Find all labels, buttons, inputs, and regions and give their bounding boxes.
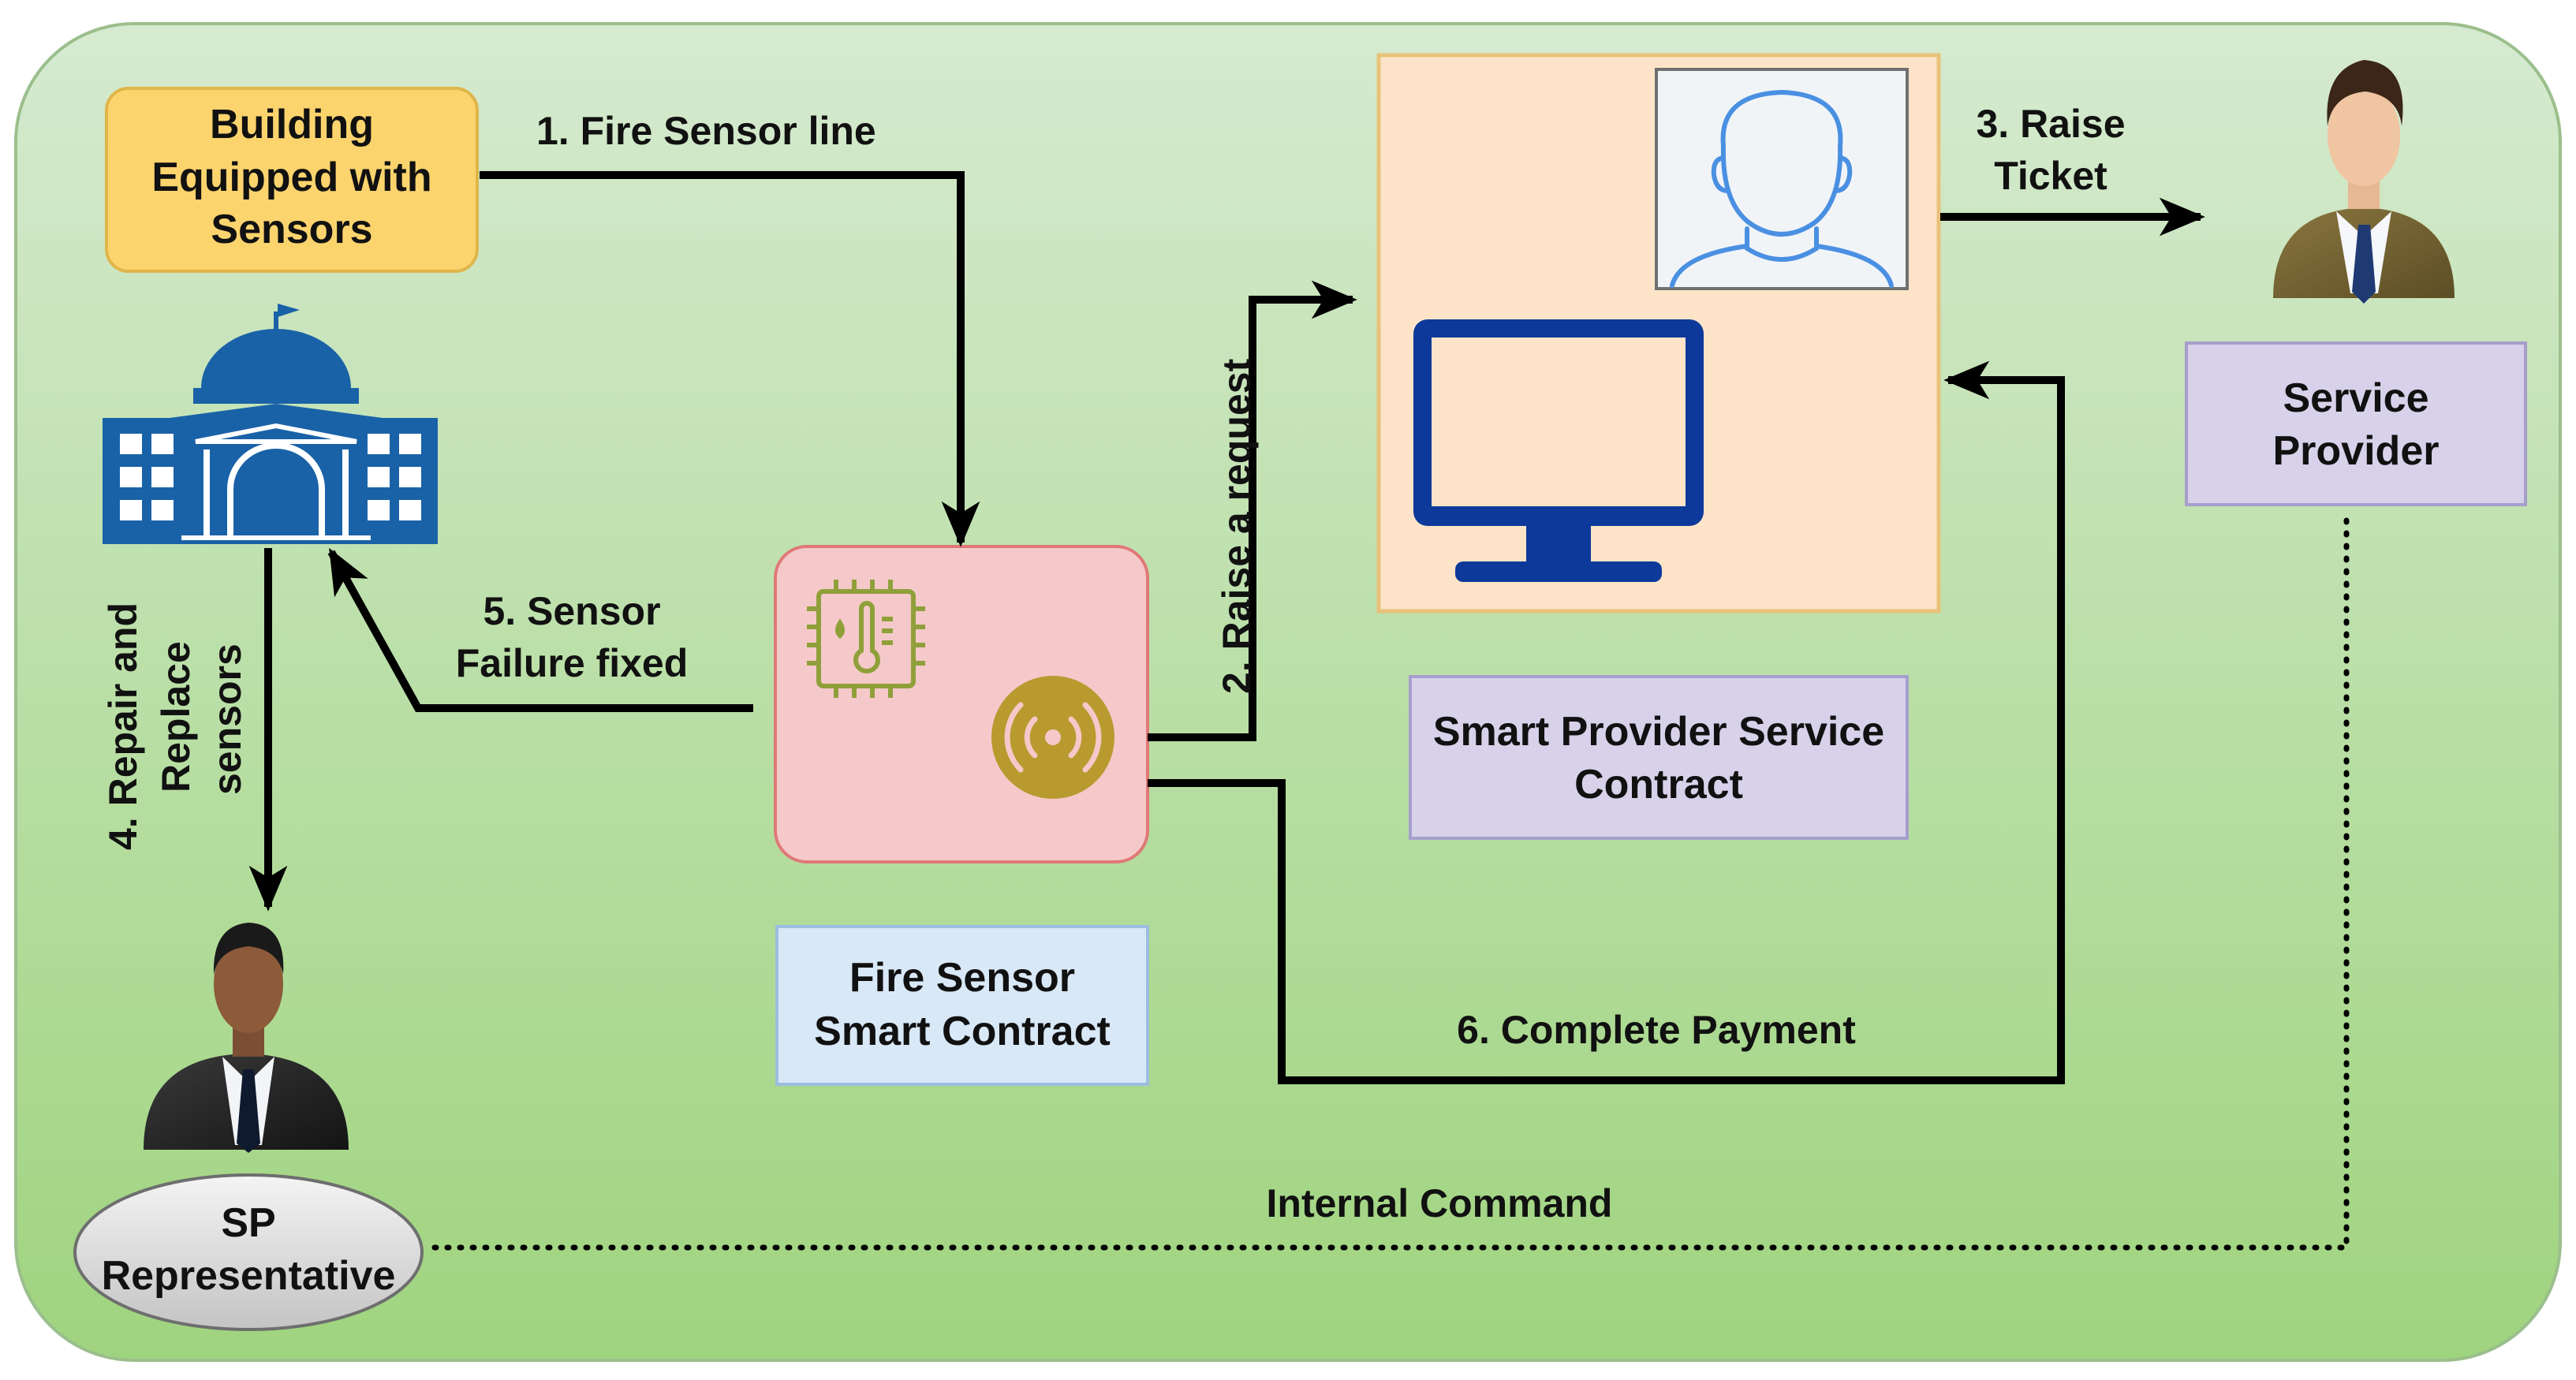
building-label-line3: Sensors xyxy=(211,207,372,252)
edge-label-3-line2: Ticket xyxy=(1994,154,2107,198)
service-provider-label-line2: Provider xyxy=(2273,428,2440,474)
fire-sensor-smart-contract-node[interactable]: Fire Sensor Smart Contract xyxy=(775,925,1149,1086)
building-label-line2: Equipped with xyxy=(151,155,431,200)
sp-rep-label-line1: SP xyxy=(221,1200,275,1246)
chip-thermometer-icon xyxy=(807,580,925,698)
spsc-label-line2: Contract xyxy=(1574,762,1743,807)
edge-label-4-line2: Replace xyxy=(154,641,198,793)
edge-label-4-line3: sensors xyxy=(205,643,249,795)
edge-label-1: 1. Fire Sensor line xyxy=(536,109,876,153)
spsc-label-line1: Smart Provider Service xyxy=(1433,709,1884,755)
businessman-icon xyxy=(2273,60,2455,304)
fssc-label-line1: Fire Sensor xyxy=(849,955,1075,1001)
edge-label-4-line1: 4. Repair and xyxy=(101,602,145,850)
service-provider-node[interactable]: Service Provider xyxy=(2185,341,2527,506)
building-node[interactable]: Building Equipped with Sensors xyxy=(105,87,479,273)
smart-provider-service-contract-node[interactable]: Smart Provider Service Contract xyxy=(1409,675,1909,840)
service-provider-label-line1: Service xyxy=(2283,375,2429,421)
sp-representative-node[interactable]: SP Representative xyxy=(73,1173,424,1331)
edge-complete-payment xyxy=(1148,360,2065,1084)
edge-internal-command xyxy=(423,517,2350,1251)
monitor-icon xyxy=(1413,319,1704,582)
user-avatar-icon xyxy=(1655,68,1909,290)
edge-raise-request xyxy=(1148,280,1357,741)
building-icon xyxy=(103,304,438,544)
building-label-line1: Building xyxy=(210,102,374,147)
sensor-card[interactable] xyxy=(774,545,1149,863)
edge-sensor-failure-fixed xyxy=(327,547,753,712)
businessman-icon xyxy=(144,923,349,1153)
edge-label-5-line1: 5. Sensor xyxy=(483,589,660,633)
wireless-signal-icon xyxy=(991,676,1114,799)
edge-label-6: 6. Complete Payment xyxy=(1457,1008,1856,1052)
sp-rep-label-line2: Representative xyxy=(102,1253,396,1299)
edge-label-internal-command: Internal Command xyxy=(1267,1181,1613,1225)
fssc-label-line2: Smart Contract xyxy=(814,1009,1111,1054)
computer-panel[interactable] xyxy=(1376,53,1941,614)
edge-fire-sensor-line xyxy=(480,171,980,547)
edge-label-2: 2. Raise a request xyxy=(1215,358,1259,694)
edge-label-5-line2: Failure fixed xyxy=(456,641,689,685)
edge-label-3-line1: 3. Raise xyxy=(1976,102,2125,146)
